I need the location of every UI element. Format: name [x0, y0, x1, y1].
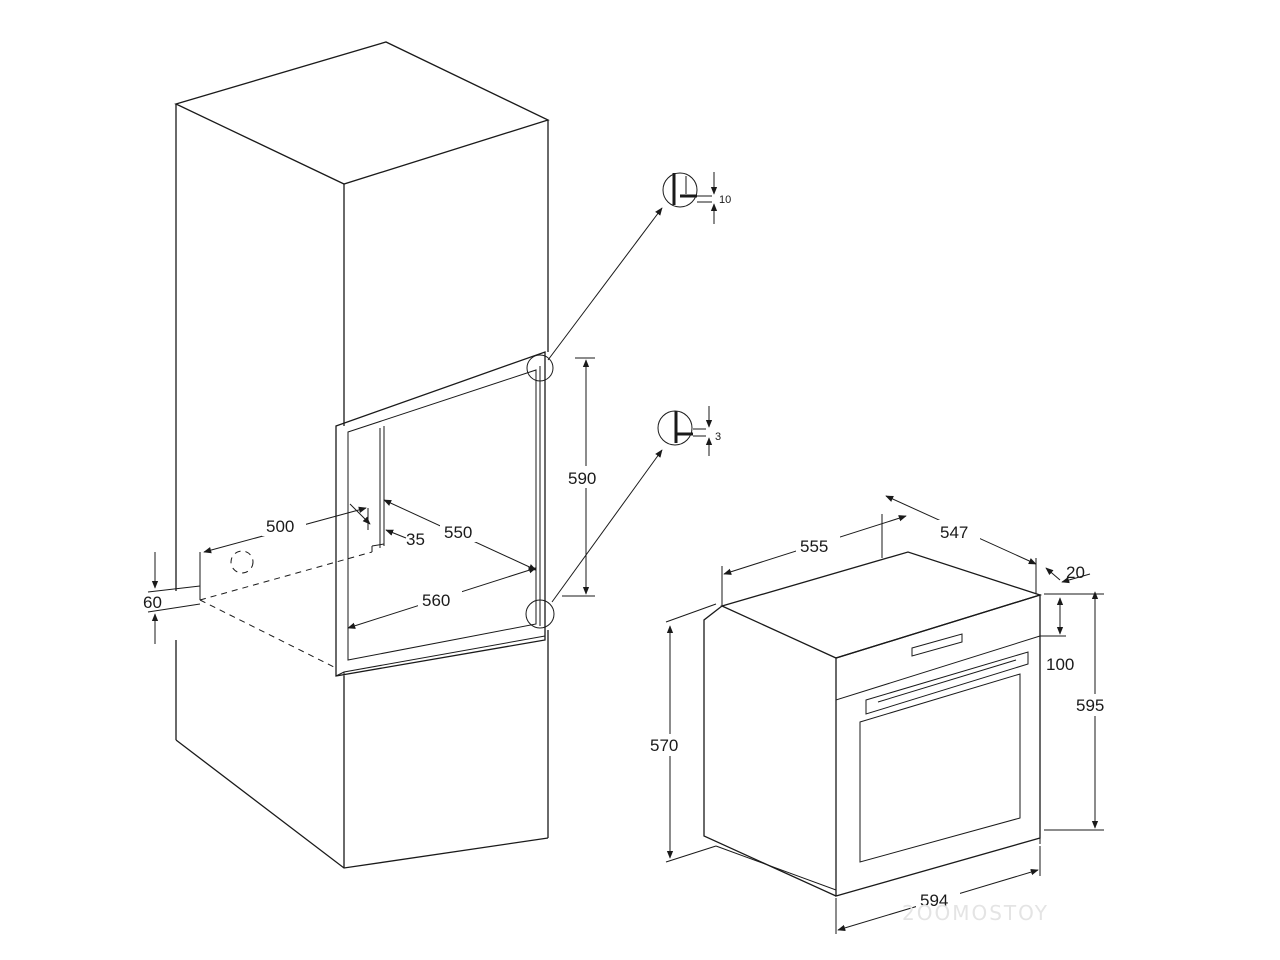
- tall-cabinet: [174, 41, 550, 869]
- detail-view-bottom: [657, 406, 713, 456]
- detail-view-top: [662, 172, 718, 224]
- leader-arrow-bottom: [551, 449, 663, 603]
- dim-label-3: 3: [715, 431, 721, 443]
- leader-arrow-top: [547, 207, 663, 361]
- dim-line-35: [349, 503, 407, 539]
- dim-label-547: 547: [940, 523, 968, 542]
- dim-label-555: 555: [800, 537, 828, 556]
- dim-line-20: [1045, 567, 1091, 584]
- dim-label-500: 500: [266, 517, 294, 536]
- dim-line-100: [1040, 597, 1066, 637]
- niche-floor-dashed: [199, 550, 373, 669]
- dim-label-560: 560: [422, 591, 450, 610]
- dim-line-570: [665, 603, 717, 863]
- detail-circle-top: [526, 354, 554, 382]
- oven: [703, 551, 1043, 897]
- dim-label-35: 35: [406, 530, 425, 549]
- dim-label-20: 20: [1066, 563, 1085, 582]
- dim-label-10: 10: [719, 194, 731, 206]
- dim-label-100: 100: [1046, 655, 1074, 674]
- cabinet-niche: [335, 351, 546, 680]
- watermark: 2OOMOSTOY: [902, 901, 1049, 925]
- dim-label-550: 550: [444, 523, 472, 542]
- dim-line-547: [885, 495, 1037, 594]
- dim-label-595: 595: [1076, 696, 1104, 715]
- dim-label-594: 594: [920, 891, 948, 910]
- dim-label-60: 60: [143, 593, 162, 612]
- dim-label-590: 590: [568, 469, 596, 488]
- dim-label-570: 570: [650, 736, 678, 755]
- dim-line-60: [147, 552, 201, 644]
